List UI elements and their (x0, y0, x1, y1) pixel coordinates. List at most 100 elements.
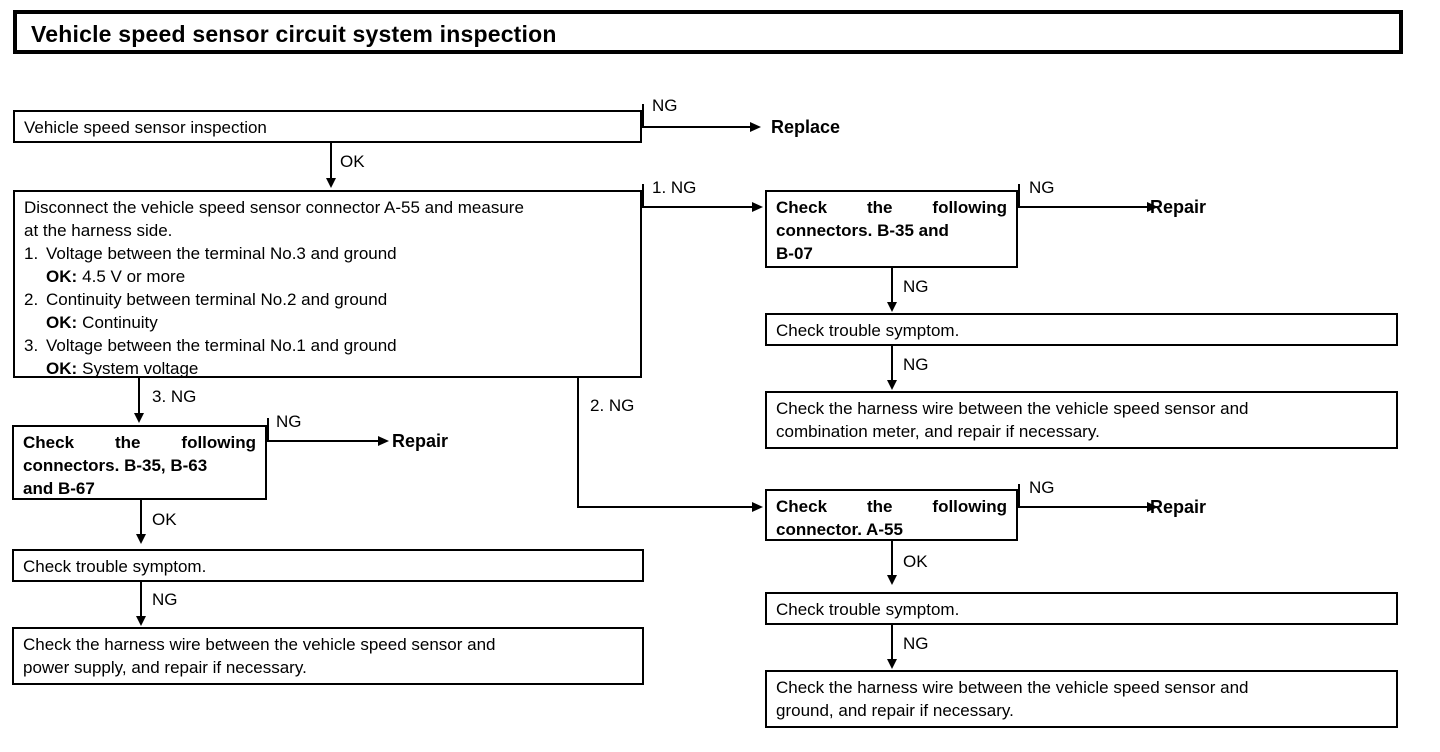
measure-item-1-ok: OK:4.5 V or more (24, 265, 631, 288)
edge-sym-right-top-ng (891, 346, 893, 384)
edge-label-ok-top: OK (340, 152, 365, 171)
edge-a55-ng (1018, 506, 1149, 508)
node-trouble-symptom-left: Check trouble symptom. (12, 549, 644, 582)
edge-label-sym-right-top-ng: NG (903, 355, 929, 374)
arrowhead-trouble-symptom-right-top (887, 302, 897, 312)
measure-item-1-index: 1. (24, 244, 39, 263)
harness-power-supply-line-1: Check the harness wire between the vehic… (23, 635, 496, 654)
measure-item-1-text: Voltage between the terminal No.3 and gr… (46, 244, 397, 263)
edge-label-b35b63-ng-right: NG (276, 412, 302, 431)
connectors-b35-b63-b67-text: Check the following connectors. B-35, B-… (23, 431, 256, 500)
measure-item-3-ok-label: OK: (46, 359, 78, 378)
connectors-b35-b07-text: Check the following connectors. B-35 and… (776, 196, 1007, 265)
measure-item-1: 1. Voltage between the terminal No.3 and … (24, 242, 631, 265)
node-harness-combination-meter: Check the harness wire between the vehic… (765, 391, 1398, 449)
page-title-text: Vehicle speed sensor circuit system insp… (31, 21, 557, 47)
arrowhead-trouble-symptom-right-bottom (887, 575, 897, 585)
harness-combination-meter-line-1: Check the harness wire between the vehic… (776, 399, 1249, 418)
harness-ground-line-1: Check the harness wire between the vehic… (776, 678, 1249, 697)
measure-item-2: 2. Continuity between terminal No.2 and g… (24, 288, 631, 311)
measure-item-2-ok-value: Continuity (82, 313, 158, 332)
node-label: Check trouble symptom. (776, 321, 960, 340)
edge-branch3-drop (138, 378, 140, 415)
arrowhead-harness-ground (887, 659, 897, 669)
measure-item-1-ok-value: 4.5 V or more (82, 267, 186, 286)
edge-a55-ok-down (891, 541, 893, 579)
edge-inspection-ng-riser (642, 104, 644, 128)
measure-item-3-ok: OK:System voltage (24, 357, 631, 380)
node-connectors-b35-b07: Check the following connectors. B-35 and… (765, 190, 1018, 268)
edge-label-branch-1-ng: 1. NG (652, 178, 697, 197)
connector-a55-text: Check the following connector. A-55 (776, 495, 1007, 541)
node-vehicle-speed-sensor-inspection: Vehicle speed sensor inspection (13, 110, 642, 143)
connectors-b35-b07-line-1: Check the following (776, 198, 1007, 217)
node-label: Vehicle speed sensor inspection (24, 118, 267, 137)
edge-label-a55-ok: OK (903, 552, 928, 571)
edge-label-branch-2-ng: 2. NG (590, 396, 635, 415)
edge-b35b07-ng-down (891, 268, 893, 306)
arrowhead-replace (750, 122, 761, 132)
harness-combination-meter-line-2: combination meter, and repair if necessa… (776, 422, 1100, 441)
connector-a55-line-1: Check the following (776, 497, 1007, 516)
measure-item-3-index: 3. (24, 336, 39, 355)
edge-label-b35b07-ng-down: NG (903, 277, 929, 296)
node-repair-left: Repair (392, 431, 449, 451)
connector-a55-line-2: connector. A-55 (776, 520, 903, 539)
edge-inspection-ok (330, 143, 332, 180)
node-label: Check trouble symptom. (776, 600, 960, 619)
edge-label-branch-3-ng: 3. NG (152, 387, 197, 406)
node-connectors-b35-b63-b67: Check the following connectors. B-35, B-… (12, 425, 267, 500)
arrowhead-repair-right-top (1147, 202, 1158, 212)
edge-label-b35b63-ok: OK (152, 510, 177, 529)
node-harness-power-supply: Check the harness wire between the vehic… (12, 627, 644, 685)
disconnect-intro-line-1: Disconnect the vehicle speed sensor conn… (24, 198, 524, 217)
arrowhead-trouble-symptom-left (136, 534, 146, 544)
measure-item-2-ok: OK:Continuity (24, 311, 631, 334)
node-repair-right-top: Repair (1150, 197, 1207, 217)
edge-b35b07-ng-riser (1018, 184, 1020, 208)
edge-label-sym-left-ng: NG (152, 590, 178, 609)
edge-sym-left-ng (140, 582, 142, 620)
node-connector-a55: Check the following connector. A-55 (765, 489, 1018, 541)
node-replace: Replace (771, 117, 841, 137)
node-trouble-symptom-right-top: Check trouble symptom. (765, 313, 1398, 346)
measure-item-1-ok-label: OK: (46, 267, 78, 286)
disconnect-intro-line-2: at the harness side. (24, 221, 173, 240)
arrowhead-repair-right-bottom (1147, 502, 1158, 512)
arrowhead-b35-b07 (752, 202, 763, 212)
connectors-b35-b07-line-3: B-07 (776, 244, 813, 263)
edge-label-ng-top: NG (652, 96, 678, 115)
node-label: Check trouble symptom. (23, 557, 207, 576)
edge-branch1-ng (642, 206, 753, 208)
node-harness-ground: Check the harness wire between the vehic… (765, 670, 1398, 728)
edge-b35b63-ok-down (140, 500, 142, 538)
edge-label-b35b07-ng-right: NG (1029, 178, 1055, 197)
measure-item-2-text: Continuity between terminal No.2 and gro… (46, 290, 388, 309)
connectors-b35-b63-b67-line-2: connectors. B-35, B-63 (23, 456, 208, 475)
arrowhead-a55 (752, 502, 763, 512)
edge-branch2-run (577, 506, 753, 508)
arrowhead-repair-left (378, 436, 389, 446)
arrowhead-b35-b63-b67 (134, 413, 144, 423)
measure-item-2-index: 2. (24, 290, 39, 309)
edge-inspection-ng (642, 126, 752, 128)
harness-power-supply-line-2: power supply, and repair if necessary. (23, 658, 307, 677)
arrowhead-disconnect (326, 178, 336, 188)
edge-branch1-riser (642, 184, 644, 208)
connectors-b35-b63-b67-line-3: and B-67 (23, 479, 95, 498)
edge-sym-right-bottom-ng (891, 625, 893, 663)
arrowhead-harness-combination-meter (887, 380, 897, 390)
connectors-b35-b07-line-2: connectors. B-35 and (776, 221, 949, 240)
page-title: Vehicle speed sensor circuit system insp… (13, 10, 1403, 54)
edge-label-sym-right-bottom-ng: NG (903, 634, 929, 653)
measure-item-3-ok-value: System voltage (82, 359, 199, 378)
edge-label-a55-ng-right: NG (1029, 478, 1055, 497)
node-disconnect-and-measure: Disconnect the vehicle speed sensor conn… (13, 190, 642, 378)
arrowhead-harness-power-supply (136, 616, 146, 626)
measure-item-3-text: Voltage between the terminal No.1 and gr… (46, 336, 397, 355)
measure-item-3: 3. Voltage between the terminal No.1 and … (24, 334, 631, 357)
node-trouble-symptom-right-bottom: Check trouble symptom. (765, 592, 1398, 625)
edge-b35b63-ng-riser (267, 418, 269, 442)
node-repair-right-bottom: Repair (1150, 497, 1207, 517)
